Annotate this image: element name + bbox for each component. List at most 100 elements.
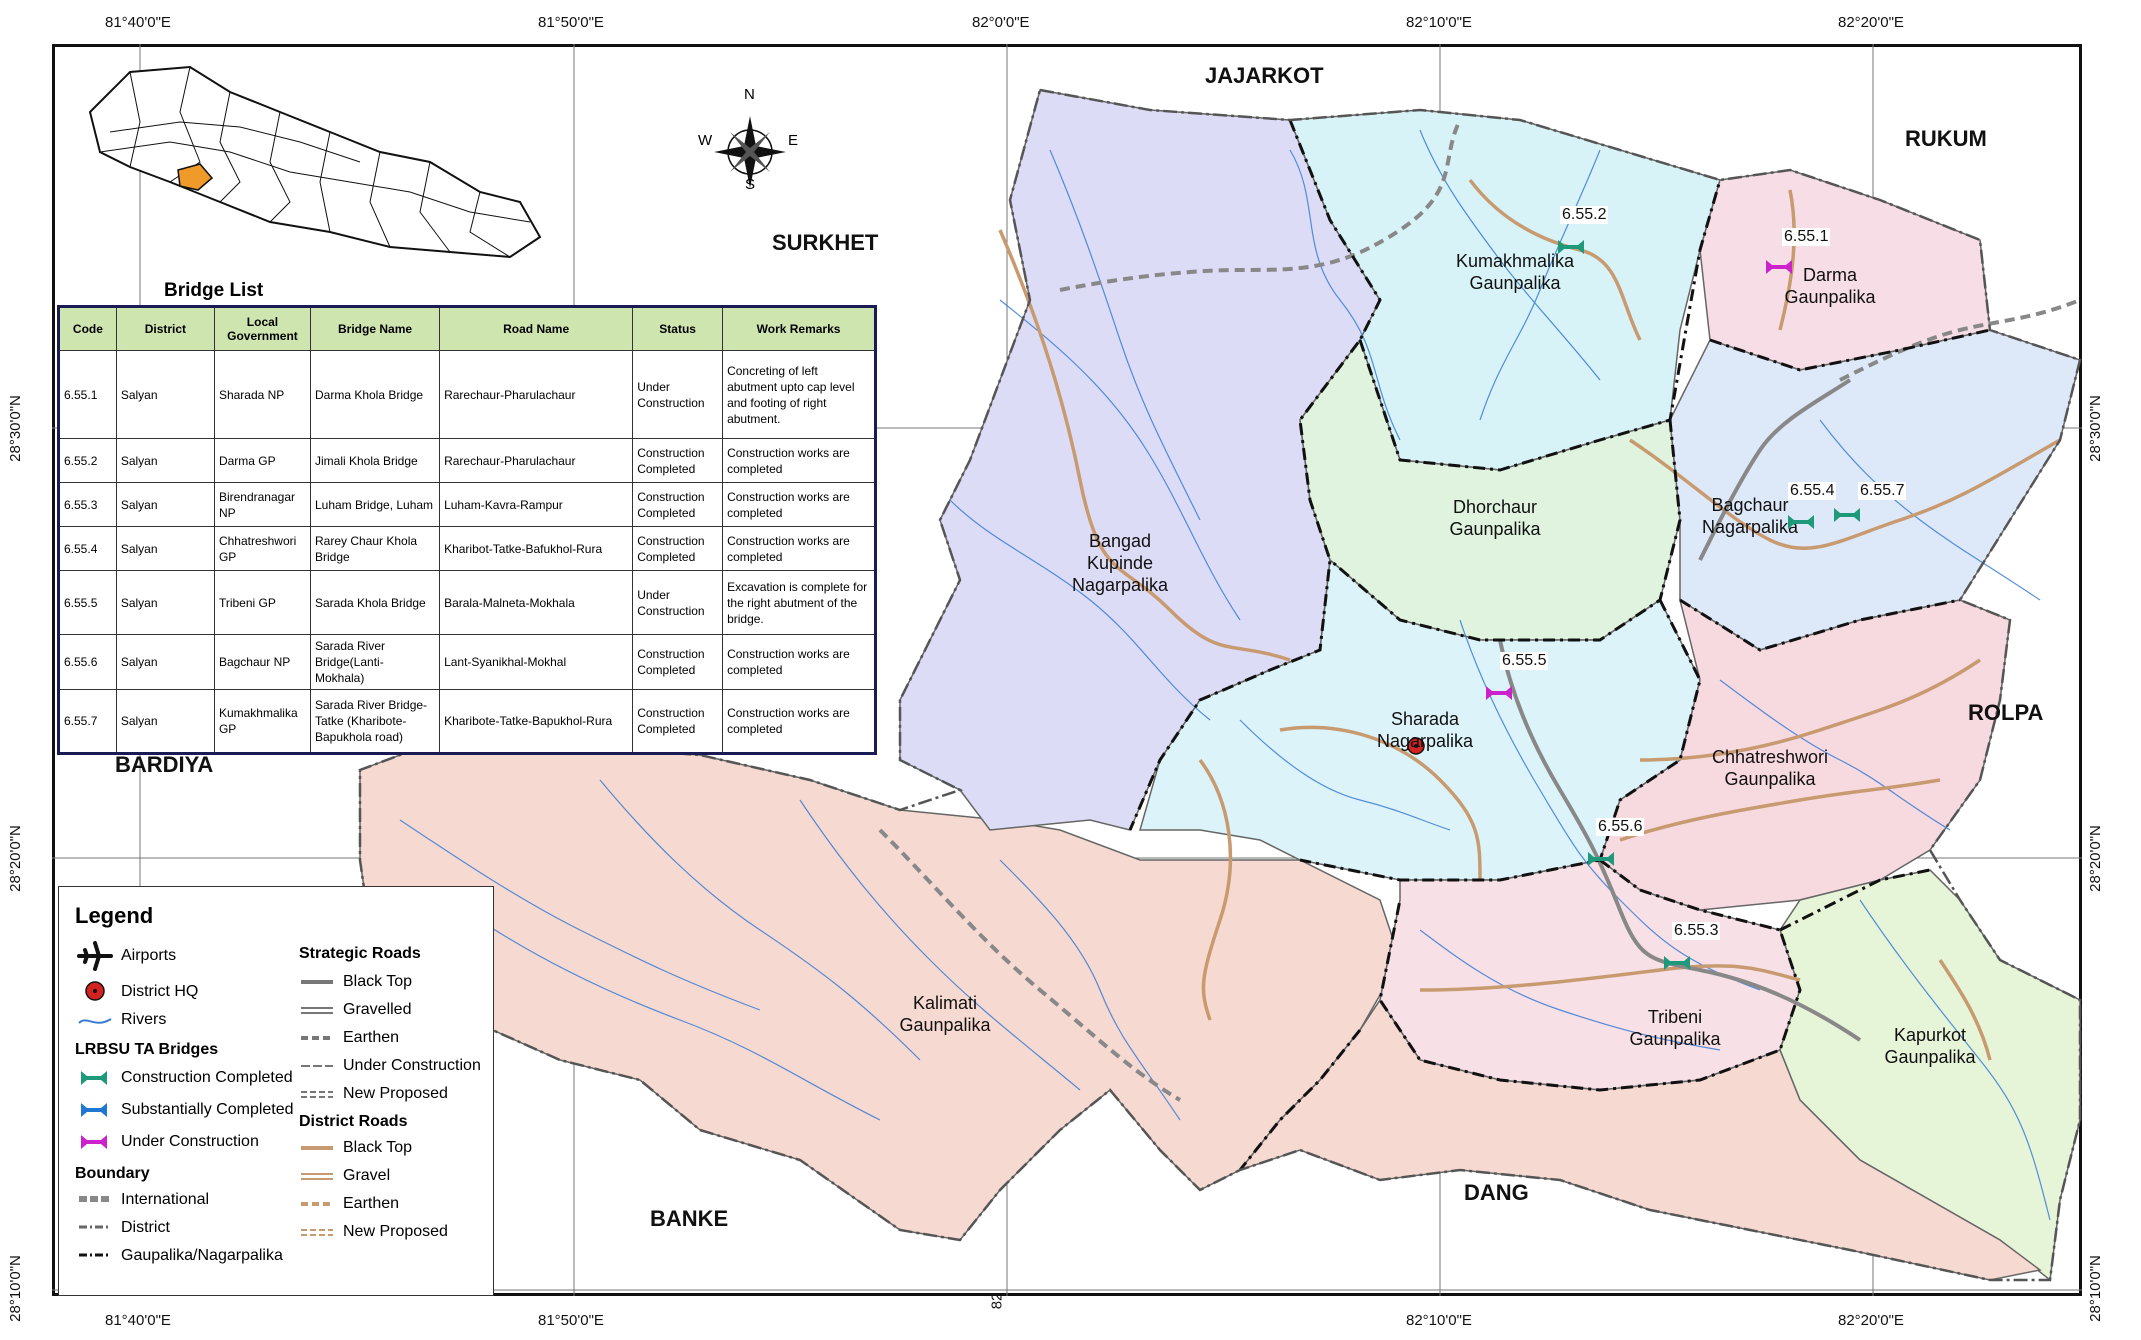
district-label-rolpa: ROLPA bbox=[1968, 700, 2044, 725]
table-cell: Barala-Malneta-Mokhala bbox=[439, 570, 634, 635]
legend-s-under: Under Construction bbox=[343, 1057, 481, 1074]
tick-left-2: 28°20'0"N bbox=[6, 825, 24, 892]
table-cell: Under Construction bbox=[632, 570, 724, 635]
district-roads bbox=[998, 178, 2061, 1061]
bridge-code-6-55-2: 6.55.2 bbox=[1560, 206, 1609, 224]
airplane-icon bbox=[77, 941, 113, 971]
legend-d-black-top: Black Top bbox=[343, 1139, 413, 1156]
bridge-list-table: Code District Local Government Bridge Na… bbox=[57, 305, 877, 755]
tick-left-1: 28°30'0"N bbox=[6, 395, 24, 462]
legend-s-new: New Proposed bbox=[343, 1085, 448, 1102]
table-header: Status bbox=[632, 306, 724, 351]
bridge-code-6-55-5: 6.55.5 bbox=[1500, 652, 1549, 670]
table-cell: Salyan bbox=[115, 438, 215, 483]
legend-title: Legend bbox=[75, 903, 154, 928]
table-row: 6.55.2 Salyan Darma GP Jimali Khola Brid… bbox=[58, 438, 876, 483]
district-label-rukum: RUKUM bbox=[1905, 126, 1987, 151]
bridge-code-6-55-6: 6.55.6 bbox=[1596, 818, 1645, 836]
table-cell: 6.55.3 bbox=[58, 482, 117, 527]
table-cell: Bagchaur NP bbox=[213, 634, 311, 690]
legend-construction-completed: Construction Completed bbox=[121, 1069, 293, 1086]
table-cell: Sarada River Bridge-Tatke (Kharibote-Bap… bbox=[309, 689, 441, 754]
tick-top-5: 82°20'0"E bbox=[1838, 14, 1904, 31]
bridge-marker-6-55-1[interactable] bbox=[1764, 258, 1794, 276]
table-row: 6.55.7 Salyan Kumakhmalika GP Sarada Riv… bbox=[58, 689, 876, 754]
table-cell: Darma Khola Bridge bbox=[309, 350, 441, 439]
s-under-icon bbox=[301, 1065, 333, 1067]
table-header: Work Remarks bbox=[722, 306, 876, 351]
table-cell: Construction works are completed bbox=[722, 526, 876, 571]
table-header: Road Name bbox=[439, 306, 634, 351]
table-cell: Construction works are completed bbox=[722, 689, 876, 754]
legend-d-new: New Proposed bbox=[343, 1223, 448, 1240]
bridge-marker-6-55-4[interactable] bbox=[1786, 513, 1816, 531]
bridge-code-6-55-7: 6.55.7 bbox=[1858, 482, 1907, 500]
table-header-row: Code District Local Government Bridge Na… bbox=[58, 306, 876, 351]
table-cell: 6.55.2 bbox=[58, 438, 117, 483]
legend-d-earthen: Earthen bbox=[343, 1195, 400, 1212]
table-cell: Rarey Chaur Khola Bridge bbox=[309, 526, 441, 571]
table-cell: Sharada NP bbox=[213, 350, 311, 439]
district-boundary bbox=[358, 88, 2082, 1282]
table-cell: Rarechaur-Pharulachaur bbox=[439, 350, 634, 439]
legend-rivers: Rivers bbox=[121, 1011, 167, 1028]
river-icon bbox=[78, 1018, 112, 1024]
bridge-code-6-55-3: 6.55.3 bbox=[1672, 922, 1721, 940]
table-cell: Construction works are completed bbox=[722, 634, 876, 690]
bridge-marker-6-55-6[interactable] bbox=[1586, 850, 1616, 868]
table-row: 6.55.1 Salyan Sharada NP Darma Khola Bri… bbox=[58, 350, 876, 439]
legend-under-construction: Under Construction bbox=[121, 1133, 259, 1150]
bridge-marker-6-55-5[interactable] bbox=[1484, 684, 1514, 702]
bridge-marker-6-55-2[interactable] bbox=[1556, 238, 1586, 256]
table-cell: Excavation is complete for the right abu… bbox=[722, 570, 876, 635]
table-header: Bridge Name bbox=[309, 306, 441, 351]
bridge-substantial-icon bbox=[81, 1103, 107, 1117]
tick-right-1: 28°30'0"N bbox=[2086, 395, 2104, 462]
d-gravel-icon bbox=[301, 1173, 333, 1180]
table-cell: Kumakhmalika GP bbox=[213, 689, 311, 754]
tick-top-2: 81°50'0"E bbox=[538, 14, 604, 31]
district-label-jajarkot: JAJARKOT bbox=[1205, 63, 1324, 88]
s-gravelled-icon bbox=[301, 1007, 333, 1014]
district-label-bardiya: BARDIYA bbox=[115, 752, 214, 777]
compass-n-label: N bbox=[744, 86, 755, 103]
tick-top-1: 81°40'0"E bbox=[105, 14, 171, 31]
table-cell: Salyan bbox=[115, 634, 215, 690]
s-earthen-icon bbox=[301, 1036, 333, 1040]
legend-boundary-heading: Boundary bbox=[75, 1165, 150, 1182]
compass-w-label: W bbox=[698, 132, 713, 149]
table-cell: Salyan bbox=[115, 526, 215, 571]
compass-rose bbox=[714, 116, 786, 188]
bridge-marker-6-55-7[interactable] bbox=[1832, 506, 1862, 524]
table-cell: Rarechaur-Pharulachaur bbox=[439, 438, 634, 483]
d-blacktop-icon bbox=[301, 1146, 333, 1150]
table-cell: Salyan bbox=[115, 350, 215, 439]
table-cell: Sarada River Bridge(Lanti- Mokhala) bbox=[309, 634, 441, 690]
tick-left-3: 28°10'0"N bbox=[6, 1255, 24, 1322]
bridge-marker-6-55-3[interactable] bbox=[1662, 954, 1692, 972]
tick-right-2: 28°20'0"N bbox=[2086, 825, 2104, 892]
legend-strategic-heading: Strategic Roads bbox=[299, 945, 421, 962]
bridge-under-icon bbox=[81, 1135, 107, 1149]
legend-lrbsu-heading: LRBSU TA Bridges bbox=[75, 1041, 219, 1058]
tick-bottom-4: 82°10'0"E bbox=[1406, 1312, 1472, 1329]
legend-international: International bbox=[121, 1191, 210, 1208]
compass-s-label: S bbox=[745, 176, 756, 193]
table-cell: Lant-Syanikhal-Mokhal bbox=[439, 634, 634, 690]
bridge-completed-icon bbox=[81, 1071, 107, 1085]
d-new-icon bbox=[301, 1229, 333, 1236]
table-cell: Luham-Kavra-Rampur bbox=[439, 482, 634, 527]
rivers bbox=[399, 129, 2051, 1221]
table-cell: Tribeni GP bbox=[213, 570, 311, 635]
table-cell: Salyan bbox=[115, 482, 215, 527]
table-cell: 6.55.5 bbox=[58, 570, 117, 635]
table-header: Local Government bbox=[213, 306, 311, 351]
table-header: Code bbox=[58, 306, 117, 351]
